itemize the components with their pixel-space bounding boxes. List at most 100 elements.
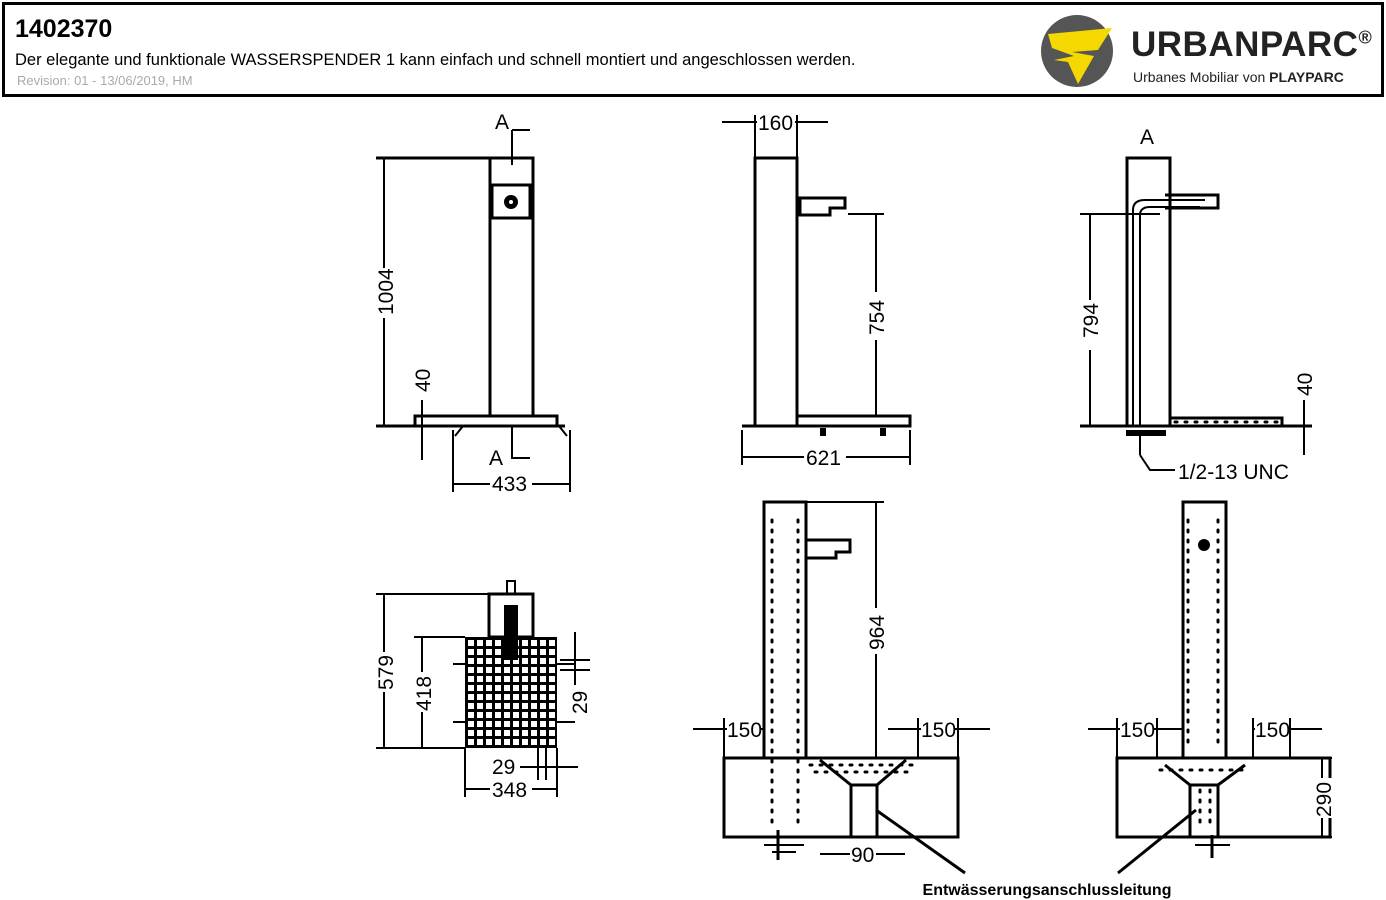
grating-hole [549,721,555,727]
grating-hole [477,658,483,664]
grating-hole [468,649,474,655]
grating-hole [504,676,510,682]
grating-hole [513,712,519,718]
dim-depth-160: 160 [758,112,793,135]
grating-hole [468,685,474,691]
dim-offset-29-bottom: 29 [492,756,515,779]
grating-hole [540,721,546,727]
grating-hole [477,676,483,682]
grating-hole [531,712,537,718]
grating-hole [513,694,519,700]
grating-hole [522,685,528,691]
dim-width-433: 433 [492,473,527,496]
revision-info: Revision: 01 - 13/06/2019, HM [17,73,193,88]
grating-hole [540,712,546,718]
grating-hole [495,721,501,727]
grating-grid [468,640,555,745]
dim-length-621: 621 [806,447,841,470]
title-block: 1402370 Der elegante und funktionale WAS… [2,2,1384,97]
drain-leader-lines [875,808,1197,875]
grating-hole [495,649,501,655]
grating-hole [513,658,519,664]
grating-hole [495,640,501,646]
registered-mark: ® [1358,27,1373,48]
grating-hole [468,667,474,673]
dim-tap-height-754: 754 [866,300,889,335]
grating-hole [513,703,519,709]
grating-hole [540,730,546,736]
drain-pipe-label: Entwässerungsanschlussleitung [923,882,1172,899]
grating-hole [522,640,528,646]
grating-hole [495,676,501,682]
grating-hole [522,721,528,727]
grating-hole [504,730,510,736]
grating-hole [486,703,492,709]
grating-hole [531,667,537,673]
grating-hole [495,694,501,700]
grating-hole [513,739,519,745]
grating-hole [531,730,537,736]
grating-hole [477,667,483,673]
grating-hole [531,640,537,646]
grating-hole [531,721,537,727]
grating-hole [486,739,492,745]
grating-hole [468,739,474,745]
grating-hole [540,649,546,655]
grating-hole [486,721,492,727]
grating-hole [504,703,510,709]
urbanparc-logo-icon [1041,15,1113,87]
grating-hole [477,739,483,745]
grating-hole [495,658,501,664]
dim-plate-418: 418 [413,676,436,711]
tagline-prefix: Urbanes Mobiliar von [1133,69,1270,85]
grating-hole [549,649,555,655]
brand-tagline: Urbanes Mobiliar von PLAYPARC [1133,69,1344,85]
dim-height-964: 964 [866,615,889,650]
grating-hole [549,703,555,709]
grating-hole [540,685,546,691]
dim-width-348: 348 [492,779,527,802]
grating-hole [522,658,528,664]
grating-hole [468,703,474,709]
grating-hole [477,721,483,727]
section-label: A [1140,126,1154,149]
grating-hole [531,739,537,745]
dim-right-150: 150 [1255,719,1290,742]
grating-hole [540,658,546,664]
section-label-bottom: A [489,447,503,470]
grating-hole [549,694,555,700]
grating-hole [495,667,501,673]
grating-hole [531,703,537,709]
grating-hole [468,640,474,646]
grating-hole [468,712,474,718]
grating-hole [504,739,510,745]
grating-hole [504,712,510,718]
grating-hole [549,739,555,745]
grating-hole [513,676,519,682]
grating-hole [477,649,483,655]
grating-hole [486,640,492,646]
grating-hole [513,685,519,691]
installation-front-view: 150 150 964 90 [693,500,990,867]
grating-hole [540,694,546,700]
brand-text: URBANPARC [1131,25,1359,64]
grating-hole [522,703,528,709]
dim-tap-height-794: 794 [1080,303,1103,338]
section-label-top: A [495,111,509,134]
grating-hole [504,667,510,673]
installation-side-view: 150 150 290 [1088,500,1336,858]
grating-hole [531,658,537,664]
grating-hole [549,667,555,673]
grating-hole [522,667,528,673]
brand-name: URBANPARC® [1131,25,1372,65]
grating-hole [477,703,483,709]
grating-hole [549,730,555,736]
grating-hole [531,649,537,655]
grating-hole [495,712,501,718]
grating-hole [504,658,510,664]
tagline-brand: PLAYPARC [1269,69,1344,85]
dim-total-579: 579 [375,655,398,690]
product-description: Der elegante und funktionale WASSERSPEND… [15,51,856,69]
grating-hole [504,694,510,700]
grating-hole [486,694,492,700]
